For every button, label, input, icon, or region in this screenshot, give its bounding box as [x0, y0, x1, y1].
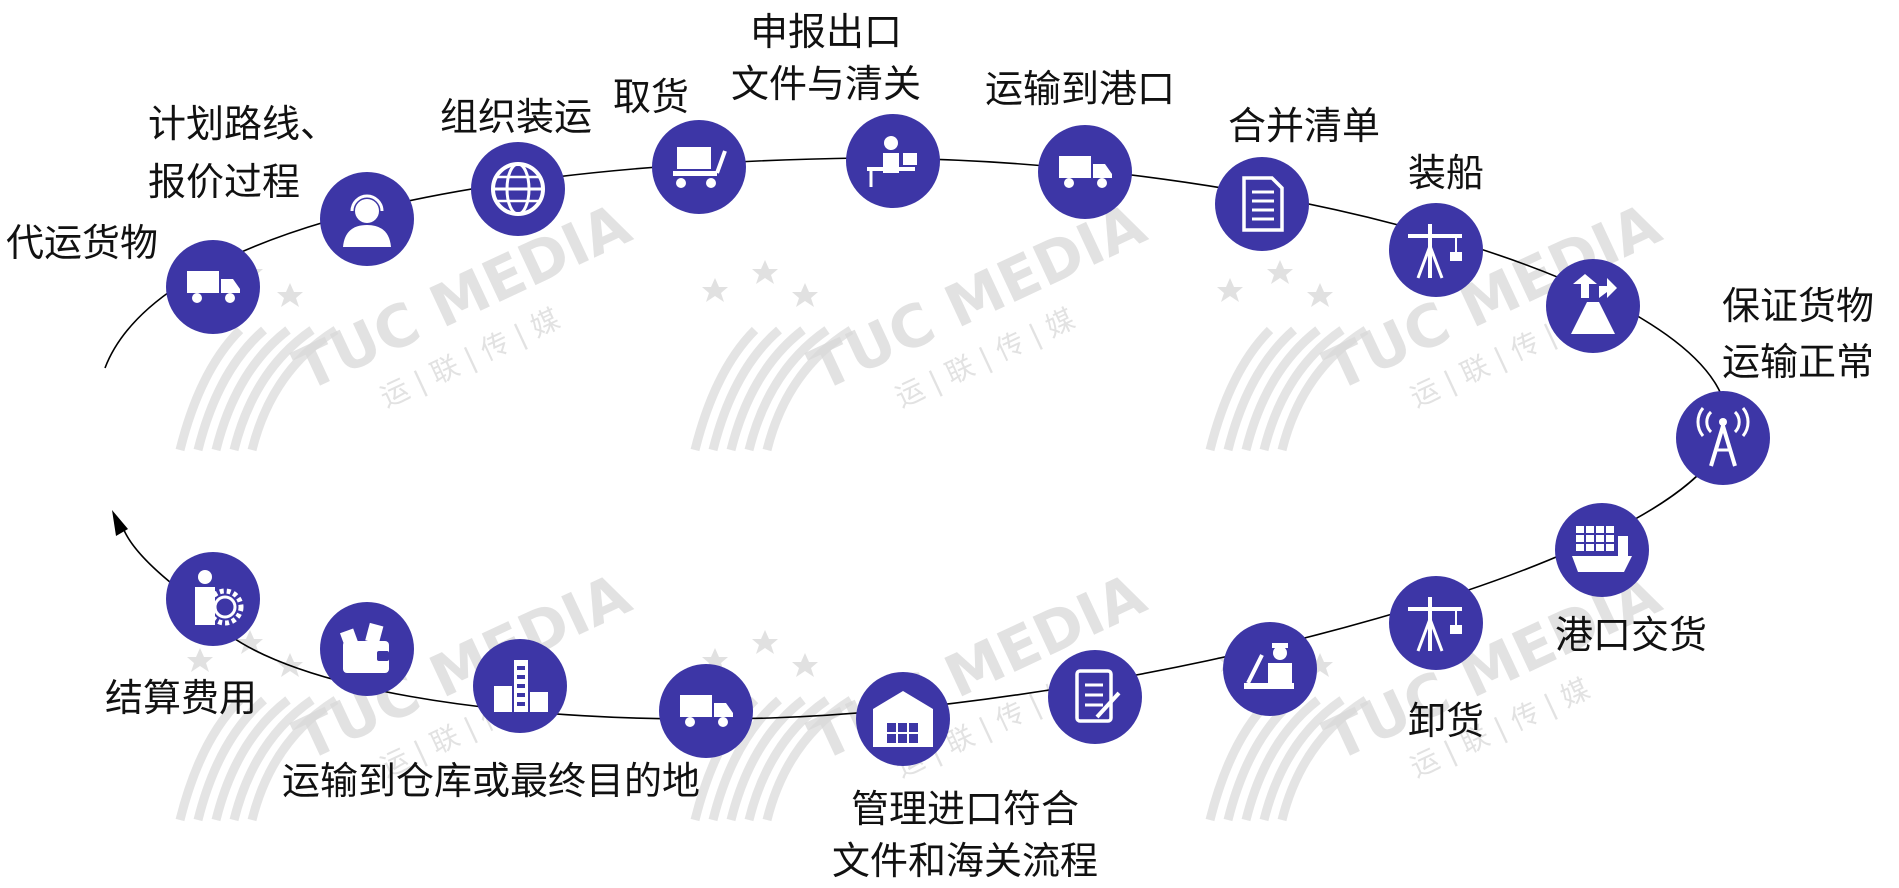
form-icon — [1075, 669, 1121, 723]
desk-worker-icon — [867, 136, 917, 187]
step-label-15: 管理进口符合 文件和海关流程 — [831, 787, 1098, 883]
step-node-2 — [320, 172, 414, 266]
node-circle — [1676, 391, 1770, 485]
step-label-5: 申报出口 文件与清关 — [730, 10, 921, 106]
step-node-15 — [856, 672, 950, 766]
step-node-6 — [1038, 125, 1132, 219]
step-nodes — [166, 114, 1770, 766]
step-label-4: 取货 — [613, 75, 690, 119]
step-label-6: 运输到港口 — [985, 67, 1176, 111]
step-node-14 — [1048, 650, 1142, 744]
step-label-1: 代运货物 — [6, 221, 159, 265]
step-node-11 — [1555, 503, 1649, 597]
node-circle — [1048, 650, 1142, 744]
city-buildings-icon — [494, 660, 548, 712]
step-node-13 — [1223, 622, 1317, 716]
document-icon — [1242, 176, 1284, 232]
step-node-17 — [473, 639, 567, 733]
step-label-12: 卸货 — [1408, 699, 1485, 743]
step-node-1 — [166, 240, 260, 334]
road-arrows-icon — [1571, 274, 1617, 334]
step-node-8 — [1389, 203, 1483, 297]
container-ship-icon — [1572, 526, 1632, 572]
step-label-8: 装船 — [1408, 151, 1485, 195]
step-node-4 — [652, 120, 746, 214]
truck-icon — [1059, 156, 1112, 188]
step-label-17: 运输到仓库或最终目的地 — [282, 759, 701, 803]
step-node-19 — [166, 552, 260, 646]
step-node-18 — [320, 602, 414, 696]
step-node-3 — [471, 142, 565, 236]
step-label-10: 保证货物 运输正常 — [1722, 284, 1875, 384]
step-label-7: 合并清单 — [1228, 104, 1381, 148]
step-node-7 — [1215, 157, 1309, 251]
step-node-9 — [1546, 259, 1640, 353]
step-label-11: 港口交货 — [1555, 613, 1708, 657]
truck-icon — [187, 271, 240, 303]
customs-officer-icon — [1244, 643, 1294, 689]
crane-icon — [1408, 224, 1462, 279]
step-label-3: 组织装运 — [440, 95, 593, 139]
warehouse-icon — [873, 691, 933, 747]
cart-icon — [673, 147, 727, 188]
wallet-icon — [339, 622, 389, 673]
node-circle — [1389, 203, 1483, 297]
crane-icon — [1408, 597, 1462, 652]
step-node-10 — [1676, 391, 1770, 485]
step-node-16 — [659, 664, 753, 758]
truck-icon — [680, 695, 733, 727]
step-label-2: 计划路线、 报价过程 — [148, 102, 339, 204]
businessman-gear-icon — [195, 570, 244, 626]
signal-tower-icon — [1696, 407, 1750, 467]
step-label-19: 结算费用 — [105, 676, 258, 720]
globe-icon — [491, 162, 545, 216]
node-circle — [1215, 157, 1309, 251]
loop-arrowhead — [112, 510, 128, 536]
step-node-5 — [846, 114, 940, 208]
headset-agent-icon — [343, 194, 391, 247]
node-circle — [1389, 576, 1483, 670]
step-node-12 — [1389, 576, 1483, 670]
